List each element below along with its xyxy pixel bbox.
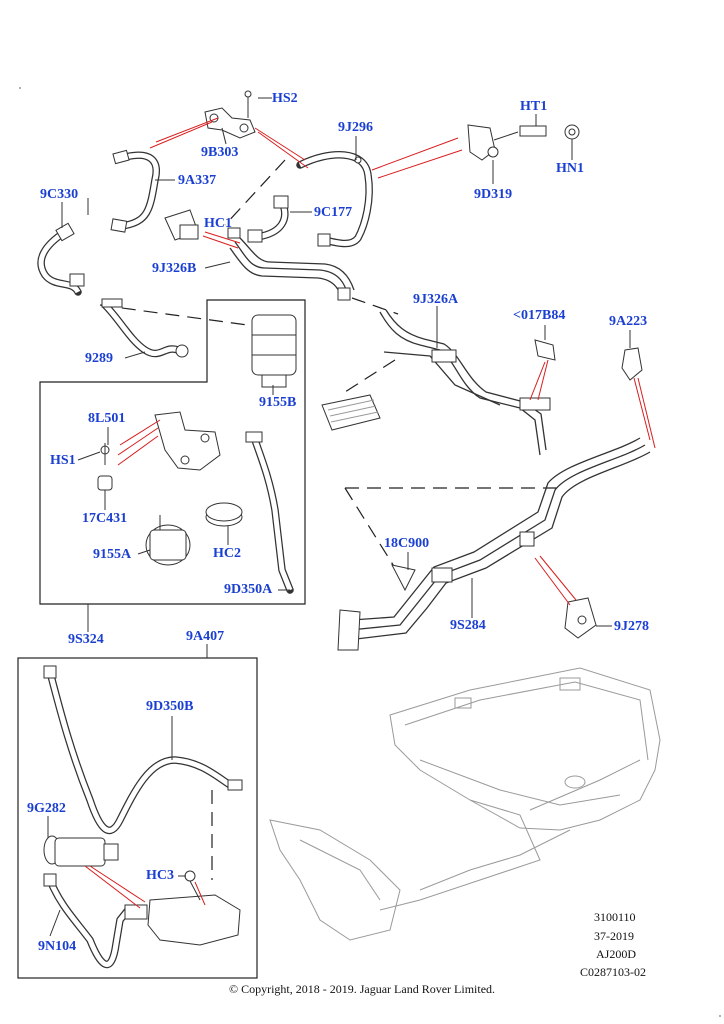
callout-hc3: HC3 — [146, 868, 174, 883]
hose-9d350a — [245, 431, 294, 594]
callout-9a407: 9A407 — [186, 629, 225, 644]
callout-hc1: HC1 — [204, 216, 232, 231]
tag-18c900 — [391, 564, 416, 592]
callout-017b84: <017B84 — [513, 308, 566, 323]
fitting-ht1 — [519, 116, 547, 137]
ref-year: 37-2019 — [594, 929, 634, 943]
callout-9c177: 9C177 — [314, 205, 353, 220]
callout-9d319: 9D319 — [474, 187, 513, 202]
ref-number: 3100110 — [594, 910, 636, 924]
clip-hc1 — [164, 209, 241, 241]
bracket-9j278 — [564, 597, 597, 639]
nut-hn1 — [564, 124, 580, 156]
pipe-bundle-9s284 — [337, 437, 651, 651]
dashed-connectors — [99, 159, 560, 880]
hose-9a337 — [110, 149, 160, 233]
clip-9a223 — [621, 347, 643, 381]
callout-9j326b: 9J326B — [152, 261, 197, 276]
black-leader-lines — [47, 97, 631, 937]
callout-8l501: 8L501 — [88, 411, 126, 426]
callout-9a337: 9A337 — [178, 173, 217, 188]
callout-hs2: HS2 — [272, 91, 298, 106]
callout-hc2: HC2 — [213, 546, 241, 561]
callout-18c900: 18C900 — [384, 536, 430, 551]
pipe-bundle-9j326a — [379, 309, 551, 456]
grommet-17c431 — [97, 475, 113, 491]
callout-9j278: 9J278 — [614, 619, 649, 634]
callout-9s284: 9S284 — [450, 618, 486, 633]
hose-9j296 — [296, 151, 373, 248]
hose-9d350b — [43, 665, 243, 835]
hose-9289 — [101, 298, 189, 358]
callout-9a223: 9A223 — [609, 314, 648, 329]
bracket-017b84 — [534, 339, 556, 361]
callout-hs1: HS1 — [50, 453, 76, 468]
callout-9c330: 9C330 — [40, 187, 79, 202]
callout-9d350a: 9D350A — [224, 582, 273, 597]
callout-9289: 9289 — [85, 351, 113, 366]
filter-9155b — [251, 314, 297, 388]
callout-17c431: 17C431 — [82, 511, 128, 526]
pipe-bundle-9j326b — [229, 237, 399, 315]
callout-9155b: 9155B — [259, 395, 297, 410]
clamp-hc2 — [205, 502, 243, 527]
callout-9g282: 9G282 — [27, 801, 66, 816]
callout-9d350b: 9D350B — [146, 699, 194, 714]
screw-hs1 — [100, 443, 110, 465]
pump-9g282 — [43, 835, 119, 867]
callout-9n104: 9N104 — [38, 939, 77, 954]
fuel-tank-assembly — [269, 667, 661, 941]
upper-detail-box — [39, 299, 306, 605]
callout-9155a: 9155A — [93, 547, 132, 562]
hose-9n104 — [43, 873, 132, 969]
cooler-unit — [321, 394, 381, 431]
callout-9j326a: 9J326A — [413, 292, 459, 307]
ref-drawing: C0287103-02 — [580, 965, 646, 979]
bracket-9b303 — [204, 90, 256, 139]
copyright-notice: © Copyright, 2018 - 2019. Jaguar Land Ro… — [228, 982, 496, 996]
sensor-9d319 — [467, 124, 519, 161]
callout-hn1: HN1 — [556, 161, 584, 176]
stray-mark — [19, 87, 21, 89]
stray-mark — [719, 1015, 721, 1017]
hose-9c330 — [37, 222, 85, 296]
bracket-8l501 — [154, 411, 221, 471]
ref-model: AJ200D — [596, 947, 637, 961]
lower-detail-box — [17, 657, 258, 979]
callout-9j296: 9J296 — [338, 120, 373, 135]
valve-assembly — [124, 870, 241, 946]
callout-ht1: HT1 — [520, 99, 548, 114]
callout-9b303: 9B303 — [201, 145, 239, 160]
callout-9s324: 9S324 — [68, 632, 104, 647]
filter-9155a — [145, 515, 191, 566]
hose-9c177 — [247, 195, 289, 243]
red-leader-lines — [84, 117, 656, 909]
